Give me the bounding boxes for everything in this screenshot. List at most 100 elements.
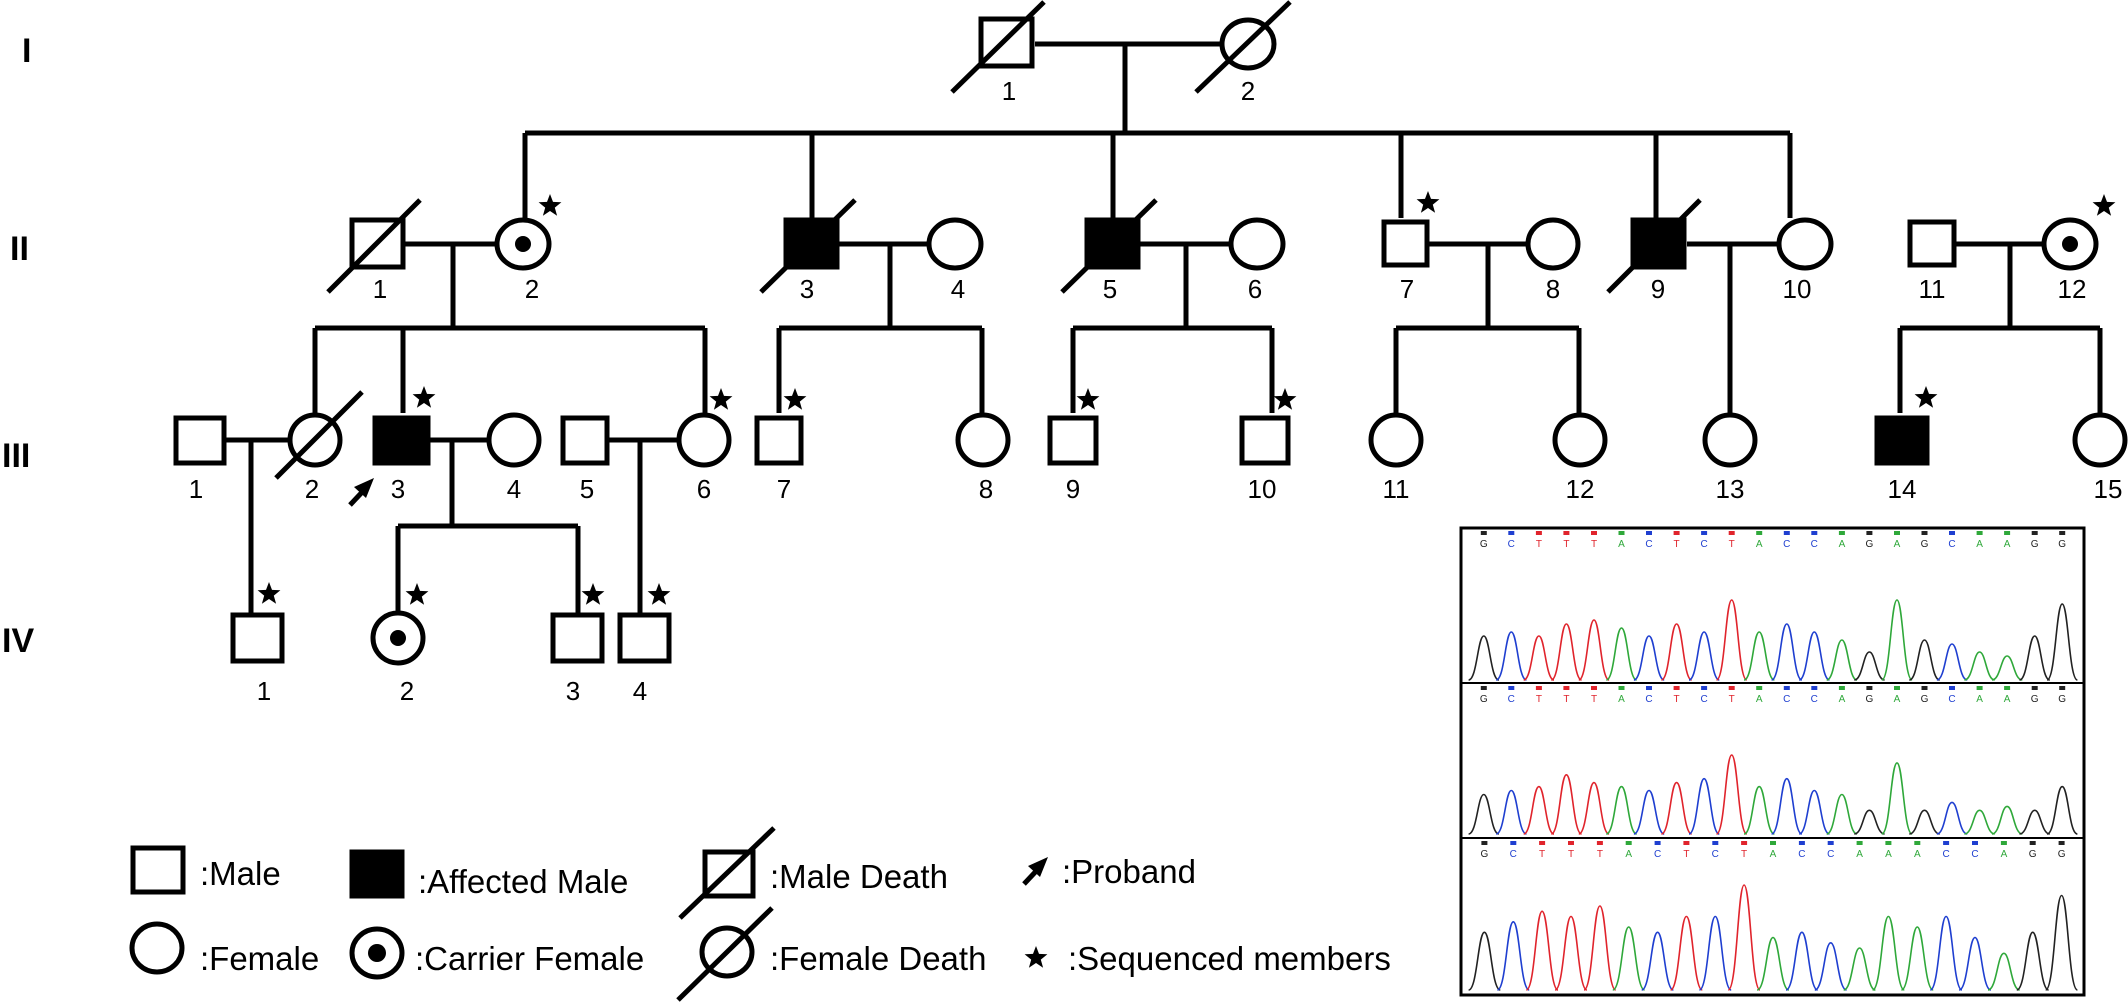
svg-text:10: 10 [1783, 274, 1812, 304]
sequenced-stars [257, 191, 2116, 605]
base-call: A [1625, 849, 1632, 860]
base-quality-tick [1838, 531, 1845, 535]
base-quality-tick [2004, 686, 2011, 690]
svg-text::Male Death: :Male Death [770, 858, 948, 895]
base-call: A [2004, 694, 2011, 705]
base-call: T [1597, 849, 1603, 860]
base-quality-tick [1712, 841, 1719, 845]
base-quality-tick [1894, 686, 1900, 690]
svg-text:9: 9 [1066, 474, 1080, 504]
base-call: T [1539, 849, 1545, 860]
base-quality-tick [1591, 686, 1597, 690]
base-call: T [1536, 694, 1542, 705]
chromatogram-peak [1640, 931, 1675, 991]
base-quality-tick [1783, 531, 1790, 535]
base-quality-tick [1921, 686, 1928, 690]
base-call: G [1481, 849, 1489, 860]
svg-text:5: 5 [1103, 274, 1117, 304]
chromatogram-peak [1688, 631, 1720, 681]
base-call: A [1894, 539, 1901, 550]
member-II-1: 1 [326, 198, 422, 304]
base-quality-tick [1591, 531, 1597, 535]
legend-female-death: :Female Death [676, 906, 986, 1002]
member-II-3: 3 [759, 198, 857, 304]
svg-text::Proband: :Proband [1062, 853, 1196, 890]
base-quality-tick [1728, 686, 1735, 690]
member-II-6: 6 [1228, 217, 1286, 304]
chromatogram-peak [1523, 635, 1555, 681]
legend-sequenced: :Sequenced members [1024, 940, 1391, 977]
base-quality-tick [1741, 841, 1748, 845]
base-quality-tick [1508, 531, 1515, 535]
base-call: C [1510, 849, 1517, 860]
chromatogram-peak [1633, 789, 1665, 835]
legend-female: :Female [129, 921, 319, 977]
base-call: A [1976, 694, 1983, 705]
base-quality-tick [1866, 686, 1873, 690]
base-quality-tick [1481, 841, 1488, 845]
svg-text:1: 1 [1002, 76, 1016, 106]
base-call: G [1921, 694, 1929, 705]
base-quality-tick [1618, 531, 1625, 535]
base-call: C [1971, 849, 1978, 860]
chromatogram-peak [1550, 623, 1583, 681]
member-I-2: 2 [1194, 0, 1292, 106]
affected-male-symbol-icon [349, 849, 405, 899]
base-quality-tick [1596, 841, 1603, 845]
base-quality-tick [1683, 841, 1690, 845]
member-III-11: 11 [1368, 412, 1424, 504]
base-call: G [2031, 539, 2039, 550]
chromatogram-peak [1698, 915, 1732, 991]
pedigree-lines [226, 41, 2103, 618]
female-symbol-icon [129, 921, 185, 975]
base-call: C [1654, 849, 1661, 860]
chromatogram-peak [1715, 599, 1748, 681]
member-III-10: 10 [1239, 415, 1291, 504]
chromatogram-peak [1578, 781, 1610, 835]
svg-text:3: 3 [566, 676, 580, 706]
base-quality-tick [2059, 531, 2066, 535]
base-quality-tick [1866, 531, 1873, 535]
chromatogram-peak [1908, 639, 1941, 681]
legend-male-death: :Male Death [678, 826, 948, 920]
member-II-2: 2 [494, 217, 552, 304]
member-III-6: 6 [676, 412, 732, 504]
sequenced-star-icon [538, 194, 562, 216]
generation-label-II: II [10, 230, 29, 268]
generation-label-I: I [22, 32, 31, 70]
chromatogram-peak [1523, 785, 1555, 835]
member-III-8: 8 [955, 412, 1011, 504]
chromatogram-peak [1583, 905, 1617, 991]
base-quality-tick [1728, 531, 1735, 535]
base-call: C [1827, 849, 1834, 860]
member-II-8: 8 [1525, 217, 1581, 304]
base-call: C [1811, 539, 1818, 550]
member-IV-1: 1 [230, 612, 285, 706]
chromatogram-peak [1826, 639, 1858, 681]
base-call: C [1948, 694, 1955, 705]
chromatogram-peak [1798, 631, 1830, 681]
base-call: G [2031, 694, 2039, 705]
member-III-3: 3 [372, 415, 431, 504]
svg-text::Carrier Female: :Carrier Female [415, 940, 644, 977]
chromatogram-peak [2044, 894, 2079, 991]
proband-arrow-icon [348, 478, 374, 507]
base-call: C [1645, 539, 1652, 550]
chromatogram-peak [1605, 785, 1638, 835]
member-II-7: 7 [1381, 219, 1430, 304]
chromatogram-peak [1660, 781, 1693, 835]
svg-text:2: 2 [400, 676, 414, 706]
member-III-14: 14 [1874, 415, 1930, 504]
chromatogram-peak [1496, 920, 1530, 991]
chromatogram-peak [1964, 651, 1995, 681]
svg-text:4: 4 [507, 474, 521, 504]
sequenced-star-icon [1416, 191, 1440, 213]
svg-text:5: 5 [580, 474, 594, 504]
proband-symbol-icon [1028, 857, 1048, 877]
base-call: G [1480, 539, 1488, 550]
sequenced-star-icon [1024, 946, 1048, 968]
chromatogram-peak [1468, 635, 1500, 681]
base-quality-tick [1625, 841, 1632, 845]
base-quality-tick [1921, 531, 1928, 535]
